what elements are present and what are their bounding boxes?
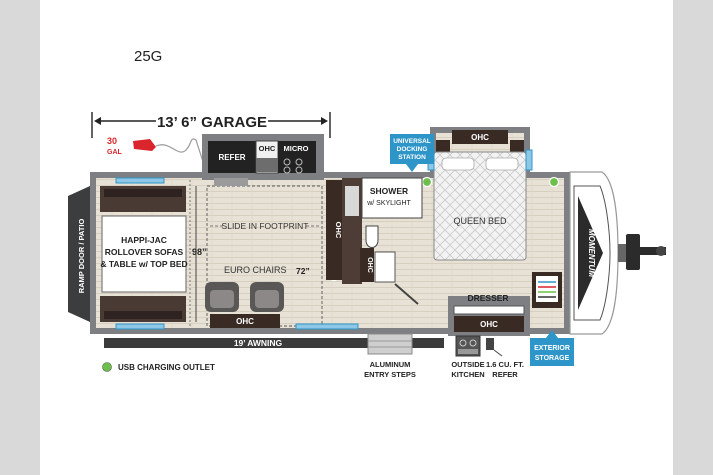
awning-label: 19’ AWNING [234,338,283,348]
fuel-station: 30 GAL [107,136,206,169]
ext-label-2: STORAGE [535,355,570,362]
steps-label-1: ALUMINUM [370,360,411,369]
width-72-label: 72” [296,266,310,276]
entry-steps: ALUMINUM ENTRY STEPS [364,333,416,379]
euro-chair-right [250,282,284,312]
ohc-bath-label: OHC [334,222,343,239]
sofa-front [100,296,186,330]
fuel-nozzle-icon [133,139,156,151]
micro-label: MICRO [284,144,309,153]
ext-label-1: EXTERIOR [534,345,570,352]
ohc-living-label: OHC [236,317,254,326]
sofas-label-1: HAPPI-JAC [121,235,167,245]
brand-label: MOMENTUM [587,229,596,277]
sink-icon [374,251,396,283]
front-cap: MOMENTUM [569,171,666,335]
ohc-kitchen-label: OHC [259,144,276,153]
bath-door [394,283,419,305]
exterior-storage-callout: EXTERIOR STORAGE [530,330,574,366]
fridge-label-1: 1.6 CU. FT. [486,360,524,369]
garage-divider [189,180,197,326]
dock-label-3: STATION [398,154,426,161]
docking-station-callout: UNIVERSAL DOCKING STATION [390,134,434,172]
outside-refer: 1.6 CU. FT. REFER [486,338,524,379]
kitchen: REFER OHC MICRO [208,140,316,186]
fuel-unit: GAL [107,149,123,156]
fuel-hose-icon [155,138,206,169]
pillow-right [485,157,519,171]
ramp-door-label: RAMP DOOR / PATIO [77,219,86,294]
ohc-dresser-label: OHC [480,320,498,329]
wardrobe [532,272,562,308]
refer-label: REFER [218,153,245,162]
window-front [295,323,359,330]
shower-label-1: SHOWER [370,186,408,196]
ramp-door: RAMP DOOR / PATIO [68,186,90,322]
fridge-label-2: REFER [492,370,518,379]
steps-label-2: ENTRY STEPS [364,370,416,379]
kitchen-label-2: KITCHEN [451,370,484,379]
outside-kitchen: OUTSIDE KITCHEN [451,335,485,379]
model-name: 25G [134,48,162,65]
usb-outlet-bed-right [548,176,560,188]
euro-chairs-label: EURO CHAIRS [224,265,287,275]
sofa-rear [100,177,186,212]
euro-chair-left [205,282,239,312]
dinette-table: HAPPI-JAC ROLLOVER SOFAS & TABLE w/ TOP … [100,215,188,293]
width-98-label: 98” [192,247,207,257]
ohc-bed-label: OHC [471,133,489,142]
awning: 19’ AWNING [104,338,444,348]
sofas-label-3: & TABLE w/ TOP BED [100,259,187,269]
garage-dimension: 13’ 6” GARAGE [91,112,331,138]
usb-outlet-bed-left [421,176,433,188]
dresser: DRESSER OHC [453,293,525,332]
sofas-label-2: ROLLOVER SOFAS [105,247,184,257]
legend: USB CHARGING OUTLET [102,362,215,372]
fuel-amount: 30 [107,136,117,146]
kitchen-label-1: OUTSIDE [451,360,484,369]
slide-label: SLIDE IN FOOTPRINT [222,221,309,231]
dock-label-1: UNIVERSAL [393,138,431,145]
garage-label: 13’ 6” GARAGE [157,114,267,131]
dresser-label: DRESSER [467,293,508,303]
usb-legend-label: USB CHARGING OUTLET [118,363,215,372]
ohc-sink-label: OHC [366,257,373,273]
toilet-icon [365,225,379,248]
bathroom: OHC SHOWER w/ SKYLIGHT OHC [326,177,423,305]
shower-label-2: w/ SKYLIGHT [366,200,411,207]
usb-legend-icon [102,362,112,372]
queen-bed [433,151,527,261]
queen-bed-label: QUEEN BED [453,216,507,226]
pillow-left [441,157,475,171]
ohc-living: OHC [210,314,280,328]
stove-icon [283,158,303,174]
bedroom: OHC QUEEN BED [427,130,533,261]
dock-label-2: DOCKING [397,146,428,153]
